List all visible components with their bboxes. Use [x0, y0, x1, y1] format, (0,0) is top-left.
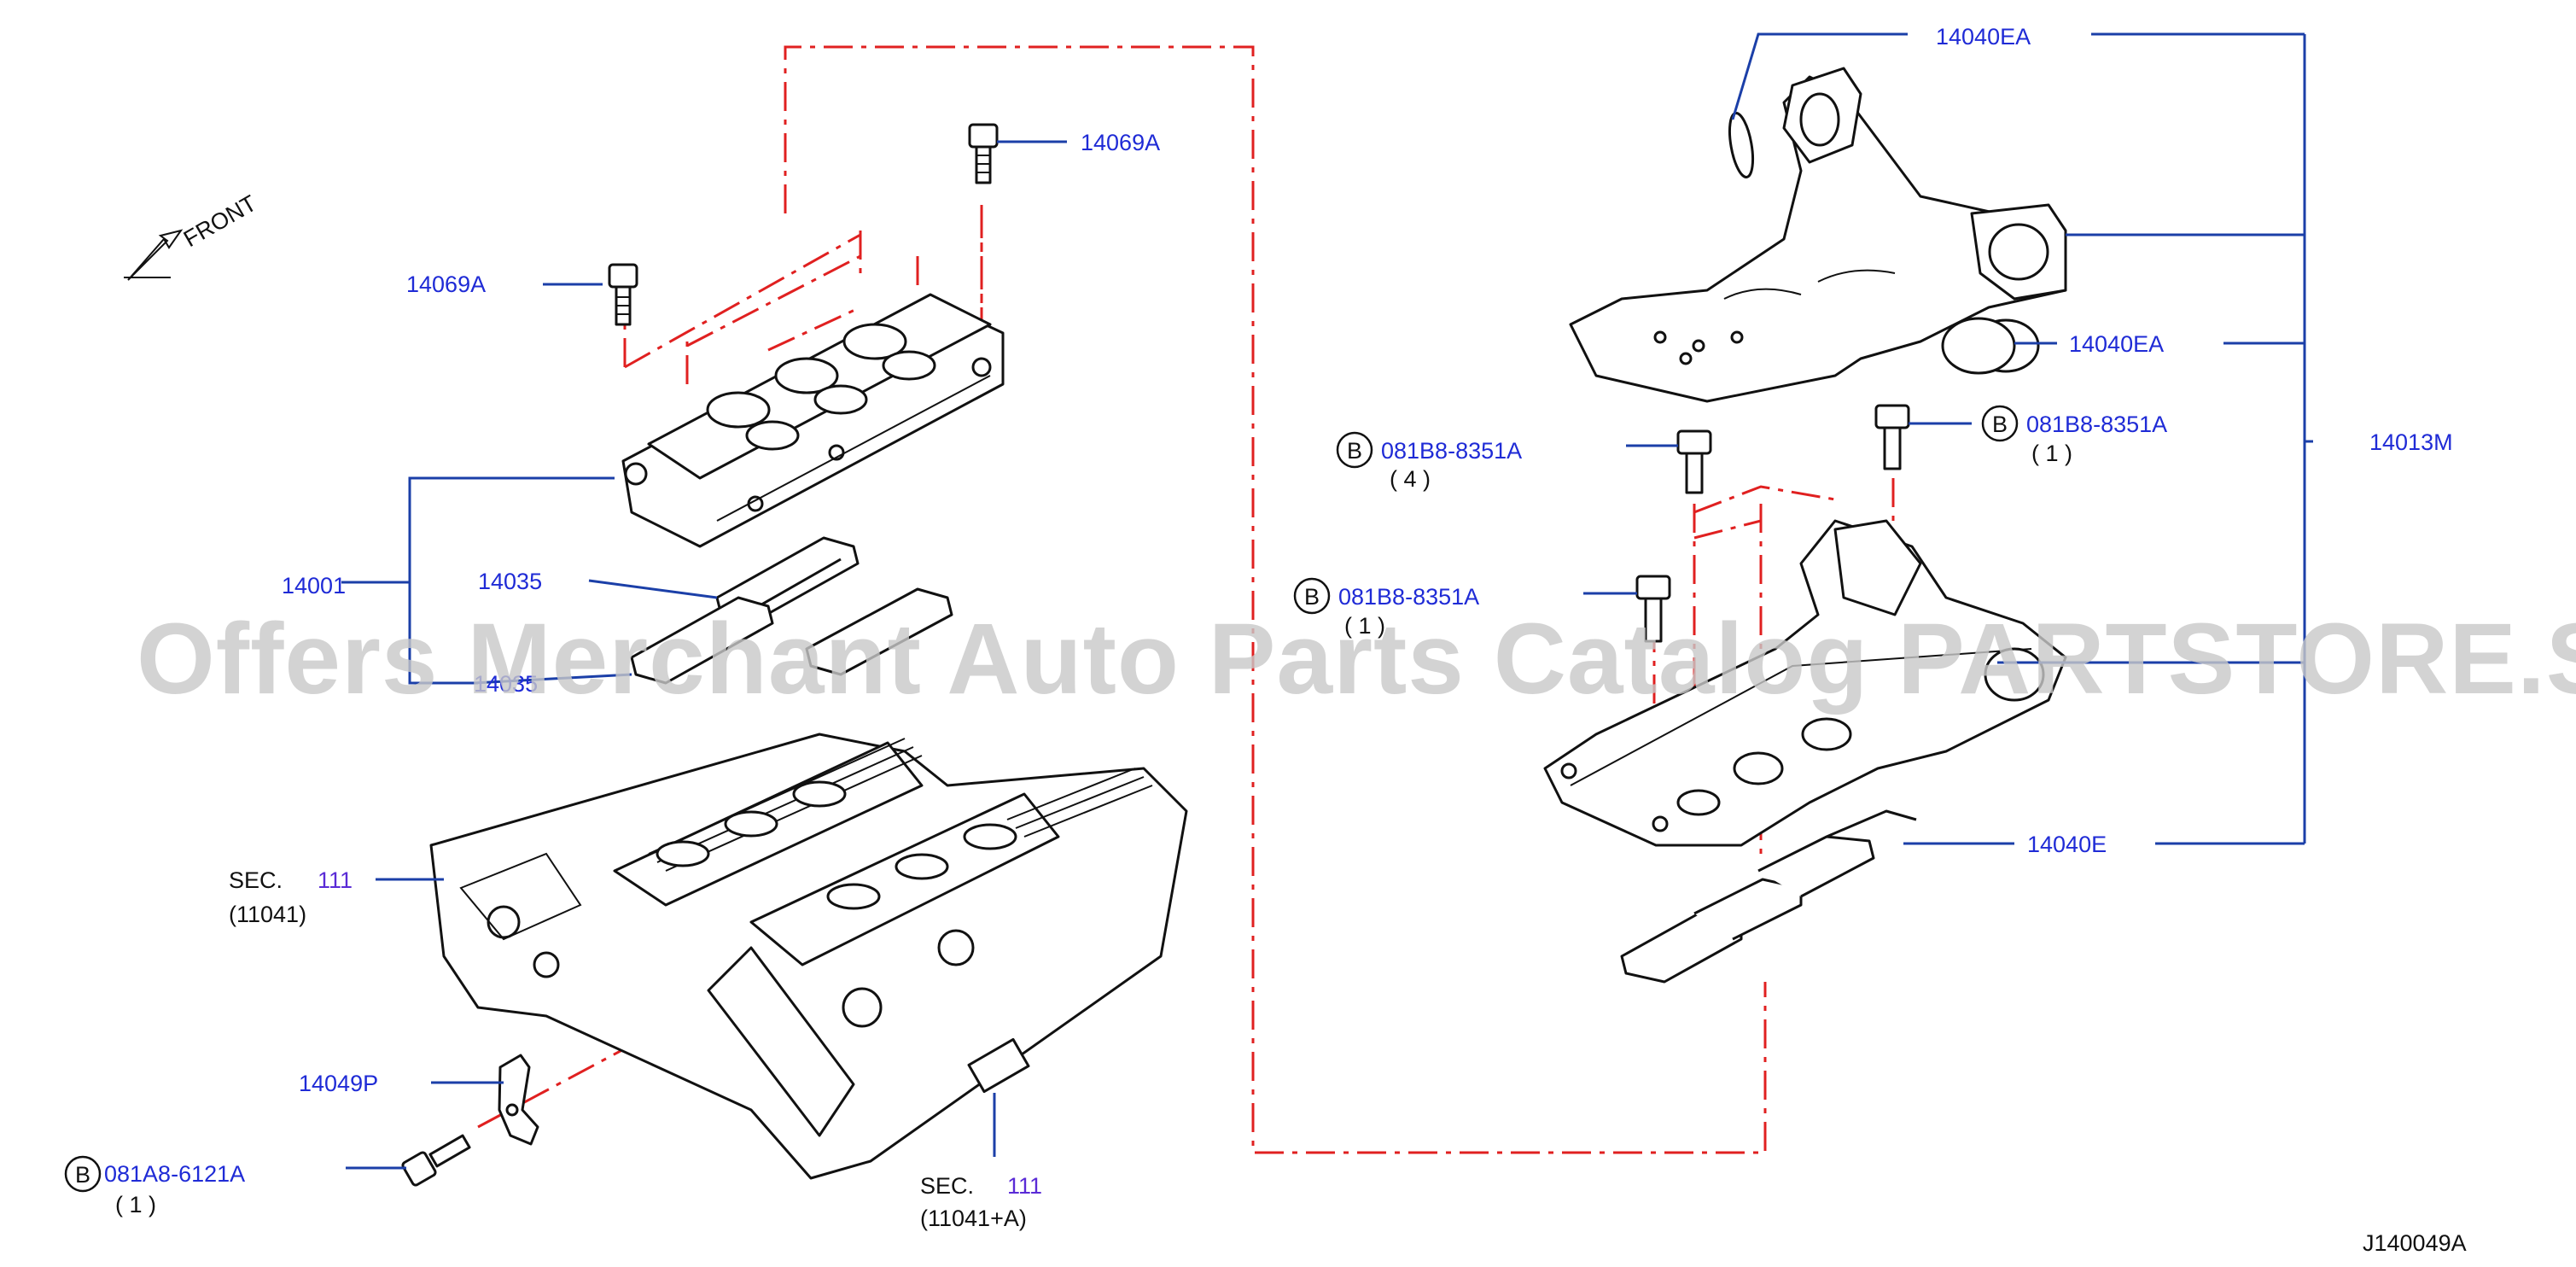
- bolt-marker-081b8-right: B: [1981, 405, 2019, 442]
- label-081b8-8351a-mid[interactable]: 081B8-8351A: [1338, 584, 1479, 610]
- label-081b8-8351a-right-qty: ( 1 ): [2031, 441, 2072, 466]
- label-sec111-b-prefix: SEC.: [920, 1173, 974, 1199]
- label-14040ea-mid[interactable]: 14040EA: [2069, 331, 2164, 357]
- label-14069a-left[interactable]: 14069A: [406, 272, 486, 297]
- diagram-id: J140049A: [2363, 1230, 2467, 1256]
- front-label: FRONT: [179, 190, 261, 252]
- svg-text:B: B: [1347, 438, 1362, 464]
- gasket-14035: [630, 536, 953, 685]
- lower-intake-manifold: [621, 293, 1005, 548]
- label-sec111-b-sub: (11041+A): [920, 1206, 1027, 1231]
- label-14040e[interactable]: 14040E: [2027, 832, 2107, 857]
- bolt-081a8-6121a-icon: [401, 1134, 471, 1187]
- front-direction-arrow: FRONT: [124, 190, 261, 281]
- bolt-081b8-8351a-mid-icon: [1635, 575, 1671, 643]
- label-081a8-6121a-qty: ( 1 ): [115, 1192, 156, 1217]
- label-081a8-6121a[interactable]: 081A8-6121A: [104, 1161, 245, 1187]
- cylinder-head-assembly: [429, 733, 1188, 1180]
- svg-text:B: B: [75, 1162, 90, 1188]
- label-081b8-8351a-left[interactable]: 081B8-8351A: [1381, 438, 1522, 464]
- label-081b8-8351a-right[interactable]: 081B8-8351A: [2026, 412, 2167, 437]
- label-14001[interactable]: 14001: [282, 573, 346, 598]
- leader-lines: [341, 32, 2313, 1170]
- label-sec111-a-sub: (11041): [229, 902, 306, 927]
- intake-plenum-lower: [1543, 519, 2067, 847]
- bolt-081b8-8351a-right-icon: [1874, 404, 1910, 470]
- bolt-081b8-8351a-left-icon: [1676, 429, 1712, 494]
- label-14040ea-top[interactable]: 14040EA: [1936, 24, 2031, 50]
- bracket-14049p: [498, 1054, 539, 1146]
- bolt-14069a-top-icon: [968, 123, 999, 184]
- watermark: Offers Merchant Auto Parts Catalog PARTS…: [137, 603, 2576, 715]
- label-sec111-a-prefix: SEC.: [229, 867, 283, 893]
- svg-text:B: B: [1992, 412, 2008, 437]
- gasket-14040e: [1620, 809, 1917, 984]
- label-14035[interactable]: 14035: [478, 569, 542, 594]
- bolt-marker-081a8: B: [64, 1155, 102, 1193]
- label-14069a-top[interactable]: 14069A: [1081, 130, 1160, 155]
- label-sec111-a-number[interactable]: 111: [318, 867, 353, 893]
- label-081b8-8351a-left-qty: ( 4 ): [1390, 466, 1431, 492]
- part-labels: 14069A 14069A 14001 14035 14035 SEC. 111…: [64, 24, 2467, 1256]
- bolt-marker-081b8-mid: B: [1293, 577, 1331, 615]
- label-081b8-8351a-mid-qty: ( 1 ): [1344, 613, 1385, 639]
- label-14035-lower[interactable]: 14035: [474, 671, 538, 697]
- label-sec111-b-number[interactable]: 111: [1007, 1173, 1042, 1199]
- bolt-marker-081b8-left: B: [1336, 431, 1373, 469]
- intake-collector: [1569, 67, 2067, 403]
- gasket-14040ea-ring: [1941, 317, 2016, 375]
- svg-text:B: B: [1304, 584, 1320, 610]
- label-14013m[interactable]: 14013M: [2369, 429, 2453, 455]
- bolt-14069a-left-icon: [608, 263, 638, 326]
- label-14049p[interactable]: 14049P: [299, 1071, 378, 1096]
